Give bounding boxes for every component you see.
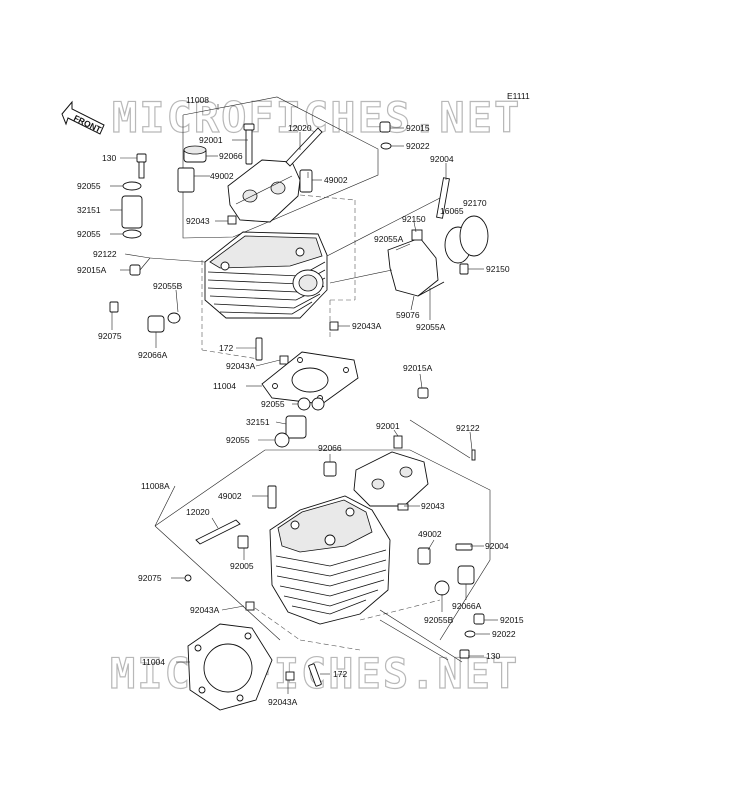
bottom-group-lines bbox=[154, 419, 491, 663]
part-label-92001-b: 92001 bbox=[376, 421, 400, 431]
diagram-code: E1111 bbox=[507, 91, 530, 101]
part-label-92015-b: 92015 bbox=[500, 615, 524, 625]
part-label-92055-b: 92055 bbox=[77, 229, 101, 239]
part-label-92055B-b: 92055B bbox=[424, 615, 454, 625]
leader-lines-bottom bbox=[154, 373, 498, 694]
part-label-92043-b: 92043 bbox=[421, 501, 445, 511]
front-head-gasket bbox=[261, 351, 359, 405]
part-label-130: 130 bbox=[102, 153, 116, 163]
part-label-130-b: 130 bbox=[486, 651, 500, 661]
part-label-92043A-c: 92043A bbox=[190, 605, 220, 615]
part-label-92001: 92001 bbox=[199, 135, 223, 145]
front-label: FRONT bbox=[72, 113, 103, 135]
part-label-92022-b: 92022 bbox=[492, 629, 516, 639]
part-label-92150-b: 92150 bbox=[486, 264, 510, 274]
part-label-92150: 92150 bbox=[402, 214, 426, 224]
rear-head-gasket bbox=[187, 623, 273, 711]
front-arrow-icon: FRONT bbox=[61, 100, 105, 135]
part-label-92055-c: 92055 bbox=[261, 399, 285, 409]
part-label-92066A-b: 92066A bbox=[452, 601, 482, 611]
part-label-11008: 11008 bbox=[186, 95, 209, 105]
part-label-92055-d: 92055 bbox=[226, 435, 250, 445]
part-label-11004: 11004 bbox=[213, 381, 236, 391]
part-label-12020-b: 12020 bbox=[186, 507, 210, 517]
part-label-12020: 12020 bbox=[288, 123, 312, 133]
part-label-92122-b: 92122 bbox=[456, 423, 480, 433]
part-label-92004: 92004 bbox=[430, 154, 454, 164]
part-label-92004-b: 92004 bbox=[485, 541, 509, 551]
part-label-92122: 92122 bbox=[93, 249, 117, 259]
part-label-92015A-b: 92015A bbox=[403, 363, 433, 373]
top-small-parts bbox=[109, 121, 489, 365]
part-label-92075-b: 92075 bbox=[138, 573, 162, 583]
part-label-11004-b: 11004 bbox=[142, 657, 165, 667]
rear-rocker-housing bbox=[353, 451, 429, 507]
part-label-92066-b: 92066 bbox=[318, 443, 342, 453]
top-group-lines bbox=[139, 96, 379, 361]
part-label-172-b: 172 bbox=[333, 669, 347, 679]
part-label-92075: 92075 bbox=[98, 331, 122, 341]
part-label-92043A-b: 92043A bbox=[226, 361, 256, 371]
part-label-92015A: 92015A bbox=[77, 265, 107, 275]
part-label-49002-b: 49002 bbox=[324, 175, 348, 185]
part-label-92043A-d: 92043A bbox=[268, 697, 298, 707]
part-label-92055A-b: 92055A bbox=[416, 322, 446, 332]
part-labels-bottom: 92015A 92055 32151 92055 92001 92122 920… bbox=[138, 363, 524, 707]
rear-cylinder-head bbox=[269, 495, 391, 625]
part-label-92055A: 92055A bbox=[374, 234, 404, 244]
part-label-92005: 92005 bbox=[230, 561, 254, 571]
part-label-92043: 92043 bbox=[186, 216, 210, 226]
part-label-172: 172 bbox=[219, 343, 233, 353]
part-label-92022: 92022 bbox=[406, 141, 430, 151]
part-label-16065: 16065 bbox=[440, 206, 464, 216]
front-cylinder-head bbox=[204, 231, 328, 319]
part-label-92043A: 92043A bbox=[352, 321, 382, 331]
part-label-92170: 92170 bbox=[463, 198, 487, 208]
dowel-rings-mid bbox=[274, 397, 325, 448]
part-label-32151: 32151 bbox=[77, 205, 101, 215]
part-labels-top: 11008 92015 92001 12020 92022 130 92066 … bbox=[77, 95, 510, 391]
leader-lines bbox=[110, 127, 484, 387]
part-label-59076: 59076 bbox=[396, 310, 420, 320]
part-label-92015: 92015 bbox=[406, 123, 430, 133]
part-label-32151-b: 32151 bbox=[246, 417, 270, 427]
part-label-92055B: 92055B bbox=[153, 281, 183, 291]
part-label-49002-c: 49002 bbox=[218, 491, 242, 501]
front-rocker-housing bbox=[227, 159, 301, 223]
part-label-49002-d: 49002 bbox=[418, 529, 442, 539]
bottom-small-parts bbox=[184, 387, 485, 687]
part-label-92066A: 92066A bbox=[138, 350, 168, 360]
part-label-92066: 92066 bbox=[219, 151, 243, 161]
part-label-11008A: 11008A bbox=[141, 481, 170, 491]
part-label-49002: 49002 bbox=[210, 171, 234, 181]
part-label-92055: 92055 bbox=[77, 181, 101, 191]
